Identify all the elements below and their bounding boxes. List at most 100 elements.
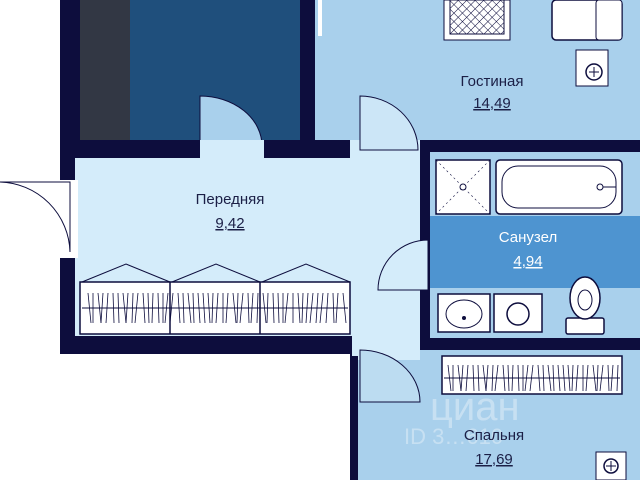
hanger-line: [112, 292, 115, 324]
entrance-door-swing: [0, 181, 71, 253]
hanger-line: [177, 292, 181, 324]
hanger-line: [187, 292, 192, 324]
hall-name: Передняя: [196, 191, 265, 208]
hanger-line: [529, 364, 534, 392]
sofa: [551, 0, 623, 41]
hanger-line: [557, 364, 561, 392]
hanger-line: [147, 292, 150, 324]
washing-machine: [493, 293, 543, 333]
hanger-line: [207, 292, 211, 324]
hanger-line: [117, 292, 120, 324]
bedroom-area: 17,69: [475, 451, 513, 468]
hanger-line: [157, 292, 160, 324]
hanger-line: [309, 292, 314, 324]
door-arc-living: [359, 95, 419, 151]
bathroom-area: 4,94: [513, 253, 542, 270]
bedroom-wardrobe-hangers: [447, 364, 619, 392]
hanger-line: [250, 292, 254, 324]
hanger-line: [256, 292, 259, 324]
watermark-brand: циан: [430, 385, 520, 429]
hanger-line: [502, 364, 506, 392]
hanger-line: [342, 292, 347, 324]
hanger-line: [325, 292, 329, 324]
hanger-line: [97, 292, 102, 324]
hanger-line: [472, 364, 475, 392]
hanger-line: [332, 292, 335, 324]
toilet: [565, 276, 605, 335]
wardrobe: [79, 263, 351, 335]
hanger-line: [552, 364, 555, 392]
hanger-line: [239, 292, 244, 324]
hanger-line: [197, 292, 201, 324]
hanger-line: [542, 364, 545, 392]
hanger-line: [460, 364, 464, 392]
door-arc-bedroom: [359, 349, 421, 403]
hanger-line: [335, 292, 339, 324]
door-arc-bathroom: [377, 239, 429, 291]
bathroom-name: Санузел: [499, 229, 557, 246]
hanger-line: [319, 292, 324, 324]
door-opening-hall-top: [200, 140, 264, 160]
hanger-line: [524, 364, 529, 392]
socket-icon: [595, 451, 627, 480]
hanger-line: [491, 364, 494, 392]
hanger-line: [585, 364, 589, 392]
living-room-area: 14,49: [473, 95, 511, 112]
hanger-line: [547, 364, 552, 392]
wardrobe-hangers: [87, 292, 347, 324]
bathtub: [495, 159, 623, 215]
hanger-line: [211, 292, 214, 324]
hanger-line: [202, 292, 206, 324]
hall-area: 9,42: [215, 215, 244, 232]
watermark: циан ID 3…610: [404, 385, 520, 449]
hanger-line: [447, 364, 452, 392]
hanger-line: [610, 364, 614, 392]
hanger-line: [297, 292, 301, 324]
socket-icon: [575, 49, 609, 87]
hanger-line: [262, 292, 267, 324]
hanger-line: [485, 364, 489, 392]
hanger-line: [517, 364, 520, 392]
hanger-line: [596, 364, 599, 392]
grey-area: [80, 0, 130, 140]
hanger-line: [122, 292, 127, 324]
hanger-line: [215, 292, 219, 324]
hanger-line: [607, 364, 610, 392]
hanger-line: [315, 292, 319, 324]
hanger-line: [266, 292, 269, 324]
hanger-line: [272, 292, 275, 324]
hanger-line: [616, 364, 619, 392]
exterior-white-bottom-left: [0, 354, 350, 480]
bedroom-name: Спальня: [464, 427, 524, 444]
hanger-line: [236, 292, 239, 324]
rug: [443, 0, 511, 41]
hanger-line: [100, 292, 104, 324]
sink: [437, 293, 491, 333]
hanger-line: [87, 292, 92, 324]
hanger-line: [142, 292, 146, 324]
hanger-line: [592, 364, 597, 392]
hanger-line: [131, 292, 134, 324]
bathroom-floor: [430, 216, 640, 288]
corridor-floor: [350, 140, 420, 336]
hanger-line: [192, 292, 195, 324]
hanger-line: [494, 364, 499, 392]
hanger-line: [457, 364, 462, 392]
hanger-line: [247, 292, 250, 324]
hanger-line: [482, 364, 487, 392]
hanger-line: [182, 292, 185, 324]
hanger-line: [151, 292, 154, 324]
hanger-line: [105, 292, 109, 324]
hanger-line: [305, 292, 309, 324]
hanger-line: [562, 364, 566, 392]
hanger-line: [134, 292, 139, 324]
hanger-line: [125, 292, 129, 324]
hanger-line: [164, 292, 169, 324]
hanger-line: [277, 292, 280, 324]
hanger-line: [232, 292, 237, 324]
hanger-line: [284, 292, 289, 324]
hanger-line: [301, 292, 304, 324]
watermark-id: ID 3…610: [404, 424, 503, 449]
hanger-line: [225, 292, 229, 324]
